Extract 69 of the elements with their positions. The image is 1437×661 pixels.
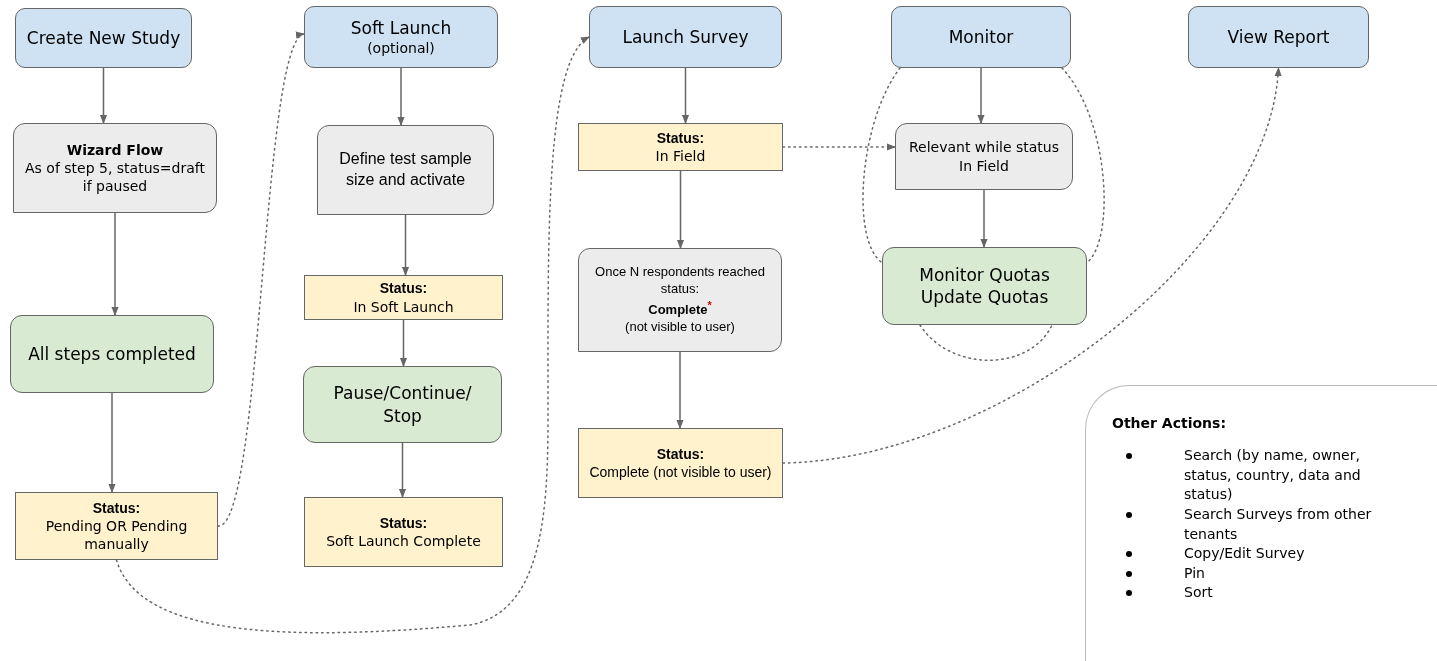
box-text: Pause/Continue/ Stop: [332, 382, 473, 427]
arrow: [108, 392, 116, 493]
box-text: As of step 5, status=draft if paused: [24, 158, 206, 196]
arrow: [977, 67, 985, 124]
arrow: [111, 212, 119, 316]
action-box: [882, 247, 1087, 325]
status-box: [304, 275, 503, 320]
box-text: Once N respondents reached status:: [594, 264, 766, 298]
stage-box: [15, 8, 192, 68]
list-item: Search (by name, owner, status, country, data and status): [1184, 446, 1362, 505]
action-box: [303, 366, 502, 443]
arrow: [115, 36, 590, 634]
stage-box: [589, 6, 782, 68]
stage-box: [1188, 6, 1369, 68]
box-text: Soft Launch Complete: [326, 532, 481, 551]
box-heading: Status:: [92, 498, 141, 517]
list-item: Copy/Edit Survey: [1184, 544, 1306, 564]
note-box: [578, 248, 782, 352]
box-text: Monitor Quotas: [919, 263, 1050, 286]
box-text: Create New Study: [26, 26, 181, 50]
arrow: [398, 442, 407, 498]
box-text: Pending OR Pending manually: [44, 516, 189, 554]
arrow: [399, 319, 408, 367]
box-text: In Field: [655, 147, 706, 166]
status-box: [578, 123, 783, 171]
arrow: [217, 33, 305, 527]
box-text: In Soft Launch: [353, 297, 454, 316]
box-heading: Status:: [379, 513, 428, 532]
connector-line: [1061, 67, 1105, 264]
stage-box: [304, 6, 498, 68]
note-box: [317, 125, 494, 215]
arrow: [99, 67, 108, 124]
arrow: [782, 143, 896, 151]
status-box: [578, 428, 783, 498]
list-item: Sort: [1184, 583, 1214, 603]
box-heading: Wizard Flow: [66, 140, 164, 159]
note-box: [895, 123, 1073, 190]
box-text: Update Quotas: [920, 286, 1049, 309]
actions-panel: [1085, 385, 1437, 661]
action-box: [10, 315, 214, 393]
box-heading: Complete$^{*}$: [648, 297, 712, 320]
status-box: [304, 497, 503, 567]
box-heading: Status:: [656, 128, 705, 147]
box-text: (not visible to user): [625, 319, 735, 336]
box-heading: Status:: [379, 279, 428, 298]
arrow: [401, 214, 410, 276]
box-text: (optional): [367, 38, 435, 58]
list-item: Search Surveys from other tenants: [1184, 504, 1373, 544]
stage-box: [891, 6, 1071, 68]
box-text: Monitor: [948, 25, 1014, 49]
box-text: All steps completed: [28, 342, 196, 366]
arrow: [676, 170, 685, 249]
status-box: [15, 492, 218, 560]
connector-line: [862, 67, 901, 264]
list-item: Pin: [1184, 563, 1206, 583]
box-heading: Status:: [656, 444, 705, 463]
box-text: View Report: [1227, 25, 1330, 49]
arrow: [681, 67, 690, 124]
box-text: Complete (not visible to user): [589, 463, 772, 482]
arrow: [782, 67, 1281, 464]
box-text: Relevant while status In Field: [907, 138, 1061, 175]
panel-heading: Other Actions:: [1112, 414, 1226, 433]
box-text: Soft Launch: [350, 16, 452, 39]
arrow: [980, 189, 988, 248]
note-box: [13, 123, 217, 213]
arrow: [397, 67, 405, 126]
box-text: Launch Survey: [622, 25, 749, 49]
arrow: [676, 351, 684, 429]
box-text: Define test sample size and activate: [338, 149, 473, 190]
